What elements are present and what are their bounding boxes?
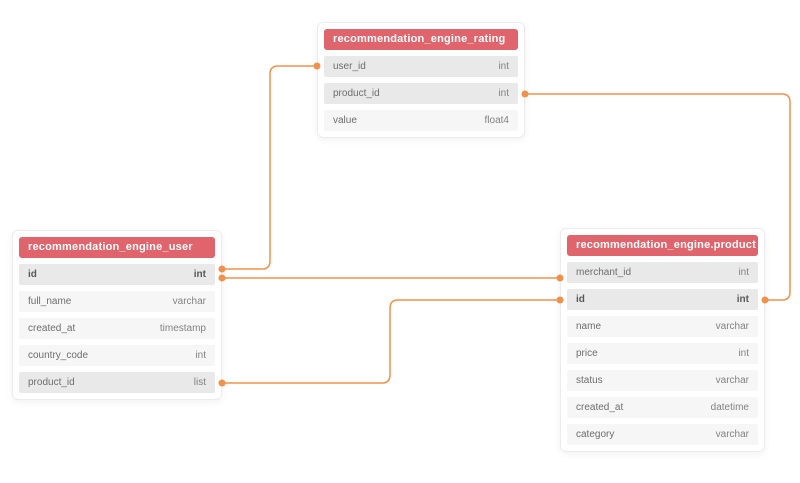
field-row[interactable]: user_id int xyxy=(324,56,518,77)
table-header-user[interactable]: recommendation_engine_user xyxy=(19,237,215,258)
table-card-product[interactable]: recommendation_engine.product merchant_i… xyxy=(560,228,765,452)
field-name: value xyxy=(333,115,357,126)
connector-user-productid-to-product-id[interactable] xyxy=(222,299,560,384)
field-type: int xyxy=(738,348,749,359)
field-type: varchar xyxy=(715,321,749,332)
table-card-rating[interactable]: recommendation_engine_rating user_id int… xyxy=(317,22,525,138)
field-name: merchant_id xyxy=(576,267,632,278)
table-header-rating[interactable]: recommendation_engine_rating xyxy=(324,29,518,50)
field-row[interactable]: value float4 xyxy=(324,110,518,131)
field-name: id xyxy=(576,294,585,305)
field-row[interactable]: country_code int xyxy=(19,345,215,366)
field-name: id xyxy=(28,269,37,280)
connector-rating-userid-to-user-id[interactable] xyxy=(222,65,317,270)
field-row[interactable]: id int xyxy=(567,289,758,310)
field-type: int xyxy=(738,267,749,278)
field-name: country_code xyxy=(28,350,89,361)
field-row[interactable]: price int xyxy=(567,343,758,364)
field-type: int xyxy=(498,61,509,72)
field-row[interactable]: status varchar xyxy=(567,370,758,391)
field-name: status xyxy=(576,375,603,386)
field-type: varchar xyxy=(715,375,749,386)
field-row[interactable]: full_name varchar xyxy=(19,291,215,312)
field-name: category xyxy=(576,429,615,440)
field-type: varchar xyxy=(715,429,749,440)
field-row[interactable]: product_id int xyxy=(324,83,518,104)
field-row[interactable]: id int xyxy=(19,264,215,285)
field-type: float4 xyxy=(484,115,509,126)
field-row[interactable]: product_id list xyxy=(19,372,215,393)
field-row[interactable]: created_at datetime xyxy=(567,397,758,418)
field-row[interactable]: merchant_id int xyxy=(567,262,758,283)
field-type: timestamp xyxy=(159,323,206,334)
field-name: user_id xyxy=(333,61,366,72)
field-type: list xyxy=(193,377,206,388)
field-type: varchar xyxy=(172,296,206,307)
field-name: created_at xyxy=(28,323,76,334)
field-type: int xyxy=(193,269,206,280)
field-row[interactable]: created_at timestamp xyxy=(19,318,215,339)
field-type: int xyxy=(498,88,509,99)
table-header-product[interactable]: recommendation_engine.product xyxy=(567,235,758,256)
field-type: datetime xyxy=(710,402,749,413)
connector-rating-productid-to-product-id[interactable] xyxy=(525,93,791,301)
field-name: price xyxy=(576,348,598,359)
field-name: product_id xyxy=(333,88,380,99)
field-row[interactable]: name varchar xyxy=(567,316,758,337)
field-row[interactable]: category varchar xyxy=(567,424,758,445)
field-name: name xyxy=(576,321,602,332)
field-name: product_id xyxy=(28,377,75,388)
table-card-user[interactable]: recommendation_engine_user id int full_n… xyxy=(12,230,222,400)
field-type: int xyxy=(195,350,206,361)
field-name: full_name xyxy=(28,296,72,307)
field-type: int xyxy=(736,294,749,305)
field-name: created_at xyxy=(576,402,624,413)
